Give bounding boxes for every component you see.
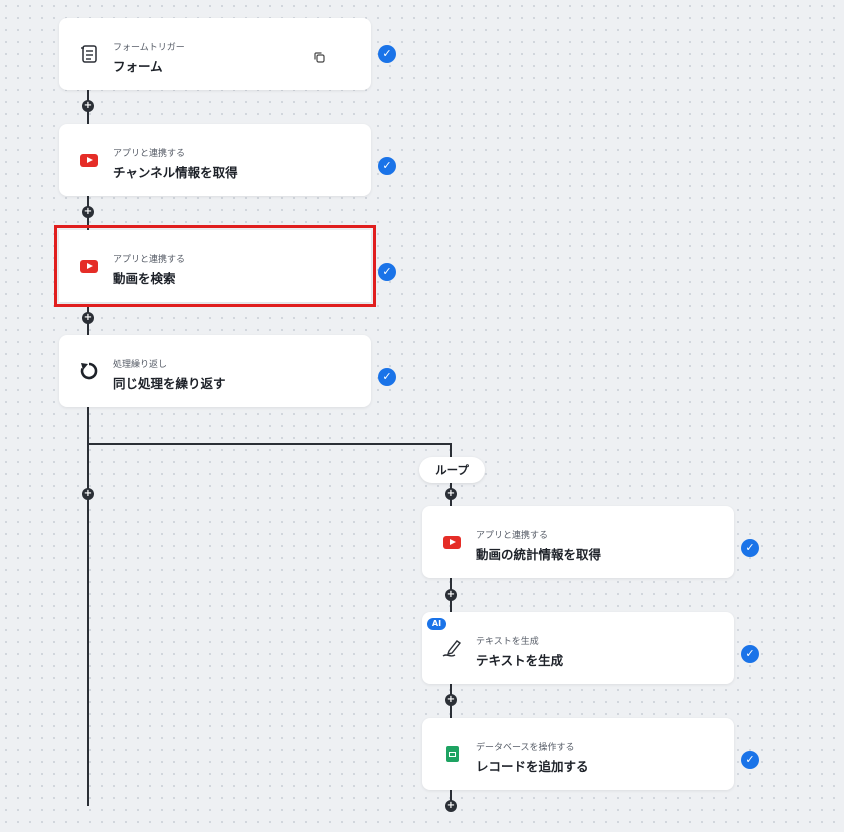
node-subtitle: 処理繰り返し — [113, 360, 168, 370]
copy-icon[interactable] — [314, 48, 325, 63]
loop-label: ループ — [419, 457, 485, 483]
add-step-button[interactable]: + — [445, 694, 457, 706]
node-get-video-stats[interactable]: アプリと連携する 動画の統計情報を取得 — [422, 506, 734, 578]
node-subtitle: アプリと連携する — [113, 149, 186, 159]
form-icon — [77, 42, 101, 66]
node-title: テキストを生成 — [476, 653, 564, 668]
loop-branch-line — [87, 443, 452, 445]
status-check-icon: ✓ — [378, 368, 396, 386]
node-title: チャンネル情報を取得 — [113, 165, 238, 180]
node-title: 動画の統計情報を取得 — [476, 547, 602, 562]
add-step-button[interactable]: + — [82, 312, 94, 324]
add-step-button[interactable]: + — [82, 206, 94, 218]
status-check-icon: ✓ — [378, 157, 396, 175]
node-repeat[interactable]: 処理繰り返し 同じ処理を繰り返す — [59, 335, 371, 407]
status-check-icon: ✓ — [741, 539, 759, 557]
node-title: 動画を検索 — [113, 271, 176, 286]
connector-line — [450, 789, 452, 801]
repeat-icon — [77, 359, 101, 383]
add-step-button[interactable]: + — [445, 589, 457, 601]
connector-line — [87, 406, 89, 806]
node-search-videos[interactable]: アプリと連携する 動画を検索 — [54, 225, 376, 307]
youtube-icon — [440, 530, 464, 554]
node-title: レコードを追加する — [476, 759, 589, 774]
loop-branch-line — [450, 443, 452, 458]
node-title: フォーム — [113, 59, 163, 74]
status-check-icon: ✓ — [378, 45, 396, 63]
node-subtitle: テキストを生成 — [476, 637, 539, 647]
add-step-button[interactable]: + — [445, 800, 457, 812]
ai-badge: AI — [427, 618, 446, 630]
node-subtitle: フォームトリガー — [113, 43, 185, 53]
youtube-icon — [77, 254, 101, 278]
status-check-icon: ✓ — [741, 751, 759, 769]
add-step-button[interactable]: + — [82, 488, 94, 500]
status-check-icon: ✓ — [378, 263, 396, 281]
spreadsheet-icon — [440, 742, 464, 766]
node-form-trigger[interactable]: フォームトリガー フォーム — [59, 18, 371, 90]
node-title: 同じ処理を繰り返す — [113, 376, 226, 391]
node-generate-text[interactable]: AI テキストを生成 テキストを生成 — [422, 612, 734, 684]
node-subtitle: アプリと連携する — [113, 255, 186, 265]
status-check-icon: ✓ — [741, 645, 759, 663]
ai-pen-icon — [440, 636, 464, 660]
youtube-icon — [77, 148, 101, 172]
node-subtitle: アプリと連携する — [476, 531, 549, 541]
add-step-button[interactable]: + — [445, 488, 457, 500]
node-get-channel-info[interactable]: アプリと連携する チャンネル情報を取得 — [59, 124, 371, 196]
add-step-button[interactable]: + — [82, 100, 94, 112]
node-subtitle: データベースを操作する — [476, 743, 575, 753]
node-add-record[interactable]: データベースを操作する レコードを追加する — [422, 718, 734, 790]
